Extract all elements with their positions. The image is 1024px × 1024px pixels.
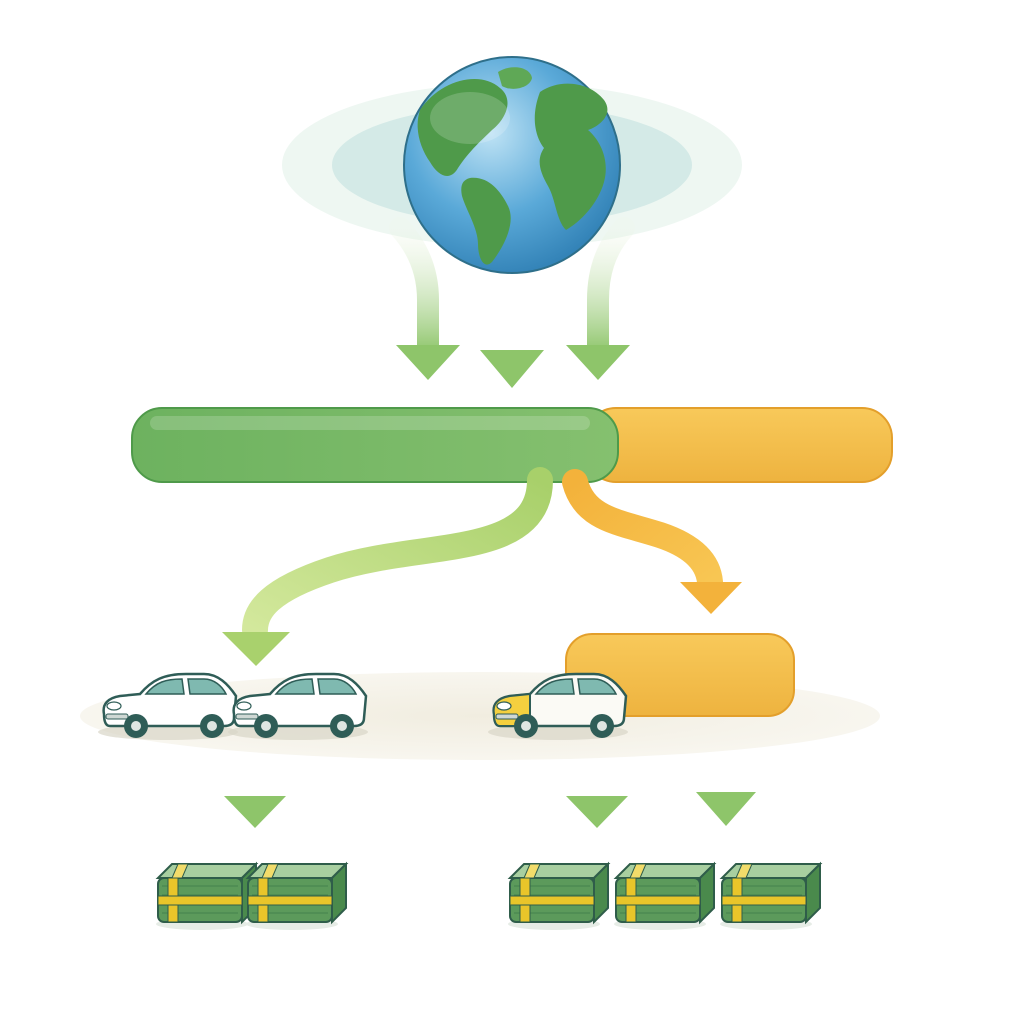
car-icon xyxy=(98,672,238,740)
money-layer xyxy=(155,861,823,930)
globe-icon xyxy=(403,56,621,274)
green-flow-arrow xyxy=(222,467,553,666)
car-to-money-arrows xyxy=(224,730,756,828)
arrow-down-icon xyxy=(222,632,290,666)
arrow-down-icon xyxy=(696,792,756,826)
car-icon xyxy=(228,672,368,740)
split-bar xyxy=(131,407,893,483)
split-bar-green-segment xyxy=(131,407,619,483)
yellow-flow-arrow xyxy=(562,469,742,614)
money-bundle-icon xyxy=(719,861,823,930)
money-bundle-icon xyxy=(613,861,717,930)
money-bundle-icon xyxy=(507,861,611,930)
car-icon xyxy=(488,672,628,740)
money-bundle-icon xyxy=(245,861,349,930)
arrow-down-icon xyxy=(480,350,544,388)
arrow-down-icon xyxy=(566,796,628,828)
arrow-down-icon xyxy=(566,345,630,380)
globe-to-bar-arrows xyxy=(389,217,635,388)
money-bundle-icon xyxy=(155,861,259,930)
arrow-down-icon xyxy=(396,345,460,380)
arrow-down-icon xyxy=(680,582,742,614)
cars-layer xyxy=(98,672,628,740)
arrow-down-icon xyxy=(224,796,286,828)
